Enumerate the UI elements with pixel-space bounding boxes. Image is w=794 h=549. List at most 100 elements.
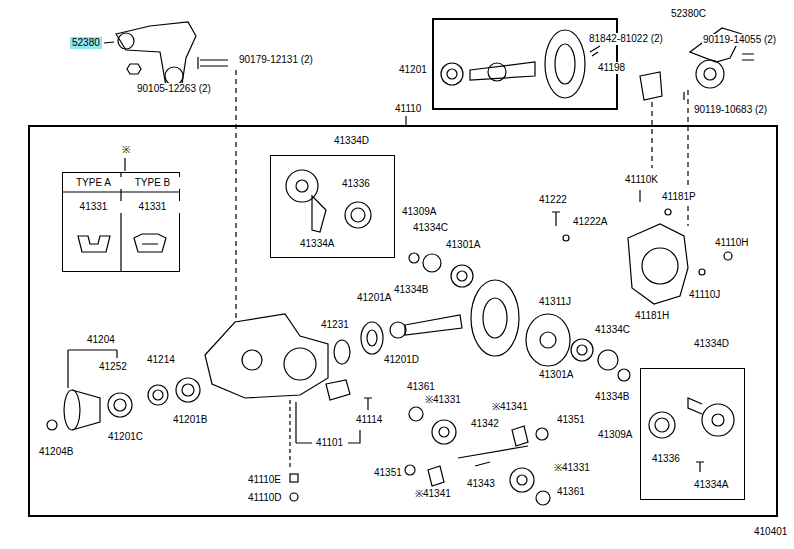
part-outline — [361, 322, 383, 354]
callout-number: 90179-12131 (2) — [238, 54, 314, 66]
callout-number: 41309A — [597, 429, 633, 441]
callout-number: 41331 — [123, 201, 182, 213]
part-outline — [114, 399, 126, 411]
part-outline — [351, 208, 365, 222]
part-number-highlight: 52380 — [70, 37, 102, 49]
callout-number: 41351 — [373, 467, 403, 479]
callout-number: 81842-81022 (2) — [588, 33, 664, 45]
callout-number: 41334C — [594, 324, 631, 336]
callout-number: 41214 — [146, 354, 176, 366]
part-outline — [655, 418, 669, 432]
part-outline — [334, 340, 350, 364]
callout-number: ※41341 — [491, 401, 529, 413]
callout-number: ※41331 — [553, 462, 591, 474]
callout-number: 41361 — [556, 486, 586, 498]
callout-number: 41110J — [688, 289, 721, 301]
part-outline — [439, 427, 449, 437]
part-outline — [687, 90, 688, 226]
part-outline — [483, 298, 507, 338]
callout-number: 41204 — [86, 334, 116, 346]
part-outline — [284, 348, 316, 380]
part-outline — [198, 57, 228, 69]
part-outline — [289, 400, 290, 470]
part-outline — [536, 491, 550, 505]
part-outline — [545, 30, 585, 98]
part-outline — [447, 69, 457, 79]
part-outline — [176, 378, 200, 402]
part-outline — [683, 92, 684, 100]
callout-number: 41110K — [624, 174, 659, 186]
part-outline — [182, 384, 194, 396]
part-outline — [104, 42, 114, 43]
callout-number: 41351 — [556, 414, 586, 426]
callout-number: 41334C — [412, 222, 449, 234]
part-outline — [47, 420, 57, 430]
callout-number: 410401 — [753, 526, 788, 538]
part-outline — [405, 315, 462, 335]
part-outline — [405, 465, 415, 475]
part-outline — [563, 235, 569, 241]
callout-number: 41231 — [320, 319, 350, 331]
part-outline — [345, 202, 371, 228]
part-outline — [116, 22, 196, 86]
part-outline — [451, 265, 473, 287]
callout-number: 41201D — [383, 354, 420, 366]
part-outline — [47, 22, 754, 505]
callout-number: ※41341 — [414, 488, 452, 500]
part-outline — [618, 369, 630, 381]
part-outline — [118, 33, 134, 49]
part-outline — [665, 209, 671, 215]
part-outline — [552, 212, 560, 226]
part-outline — [488, 63, 506, 81]
part-outline — [290, 474, 298, 482]
callout-number: 41181H — [634, 310, 670, 322]
part-outline — [640, 72, 662, 100]
part-outline — [423, 254, 441, 272]
part-outline — [312, 196, 326, 232]
callout-number: 41201 — [398, 64, 428, 76]
part-outline — [526, 314, 570, 366]
callout-number: 41334D — [333, 135, 370, 147]
part-outline — [405, 116, 406, 125]
part-outline — [642, 248, 678, 284]
part-outline — [742, 54, 754, 60]
part-outline — [590, 46, 600, 56]
type-table: TYPE ATYPE B4133141331 — [62, 172, 180, 272]
callout-number: 90119-14055 (2) — [702, 34, 777, 46]
note-mark: ※ — [121, 144, 131, 156]
part-outline — [536, 428, 548, 440]
table-header: TYPE B — [123, 177, 182, 189]
part-outline — [510, 468, 534, 492]
part-outline — [148, 385, 168, 405]
part-outline — [242, 350, 262, 370]
part-outline — [712, 414, 724, 426]
part-outline — [64, 390, 80, 430]
part-outline — [290, 493, 298, 501]
callout-number: 41198 — [597, 62, 626, 74]
callout-number: 41336 — [651, 453, 681, 465]
part-outline — [296, 180, 308, 192]
part-outline — [458, 446, 528, 458]
part-outline — [108, 393, 132, 417]
callout-number: 41181P — [661, 191, 697, 203]
part-outline — [457, 271, 467, 281]
part-outline — [628, 224, 688, 304]
callout-number: 41301A — [538, 369, 574, 381]
part-outline — [471, 280, 519, 356]
part-outline — [475, 462, 490, 466]
callout-number: 41110 — [394, 103, 422, 115]
part-outline — [205, 314, 328, 398]
part-outline — [432, 420, 456, 444]
callout-number: 41252 — [98, 361, 128, 373]
assembly-box: 41201 — [432, 18, 618, 110]
part-outline — [326, 380, 350, 400]
part-outline — [699, 269, 705, 275]
part-outline — [441, 63, 463, 85]
part-outline — [688, 398, 702, 414]
callout-number: 41311J — [538, 296, 572, 308]
callout-number: 90105-12263 (2) — [136, 83, 212, 95]
part-outline — [428, 466, 444, 486]
part-outline — [704, 68, 716, 80]
part-outline — [696, 60, 724, 88]
callout-number: 41334A — [299, 238, 335, 250]
